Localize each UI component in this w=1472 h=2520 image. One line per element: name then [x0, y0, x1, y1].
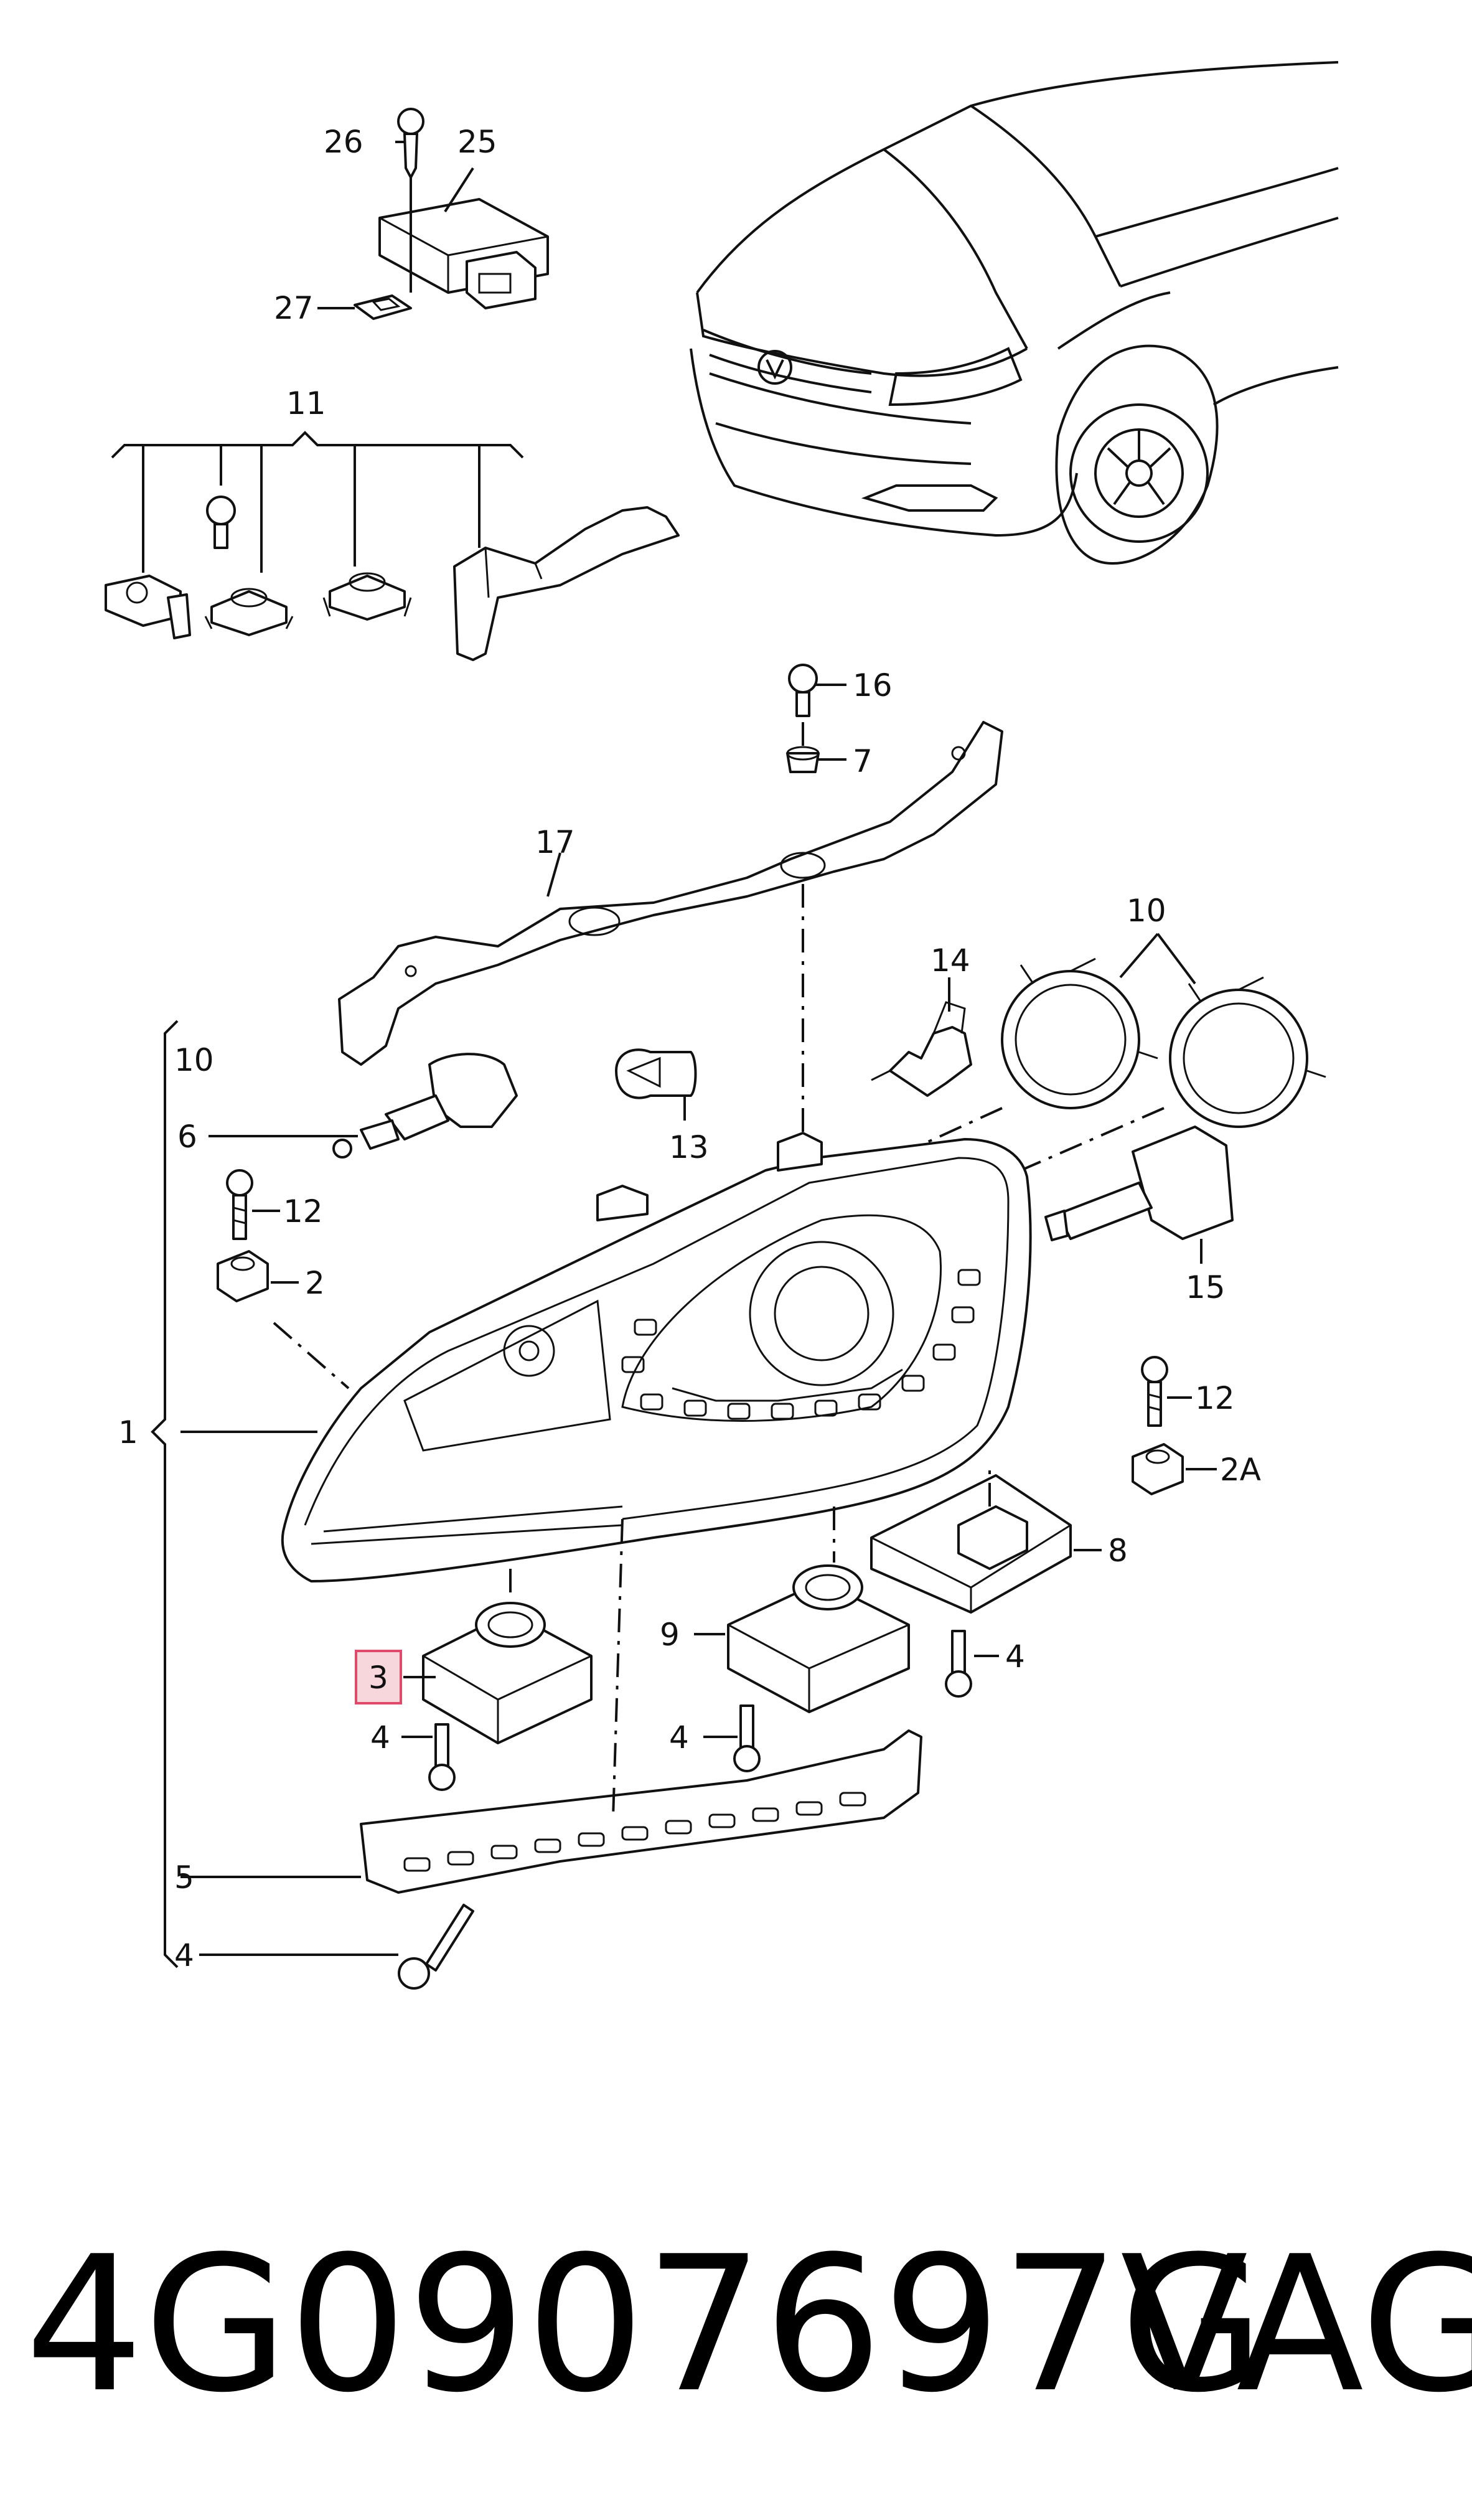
callout-16: 16	[853, 667, 893, 703]
ballast-9	[727, 1564, 910, 1713]
cap-10-a	[1001, 957, 1158, 1109]
callout-12-left: 12	[283, 1193, 323, 1229]
callout-13: 13	[669, 1129, 709, 1165]
control-unit-25	[378, 198, 549, 309]
screw-16	[788, 664, 818, 717]
callout-14: 14	[931, 943, 970, 979]
cap-10-b	[1169, 976, 1326, 1128]
screw-4-bottom	[398, 1904, 474, 1990]
callout-2: 2	[305, 1265, 325, 1301]
callout-6: 6	[177, 1119, 197, 1155]
screw-4-ballast-9	[733, 1704, 761, 1772]
callout-26: 26	[324, 124, 363, 160]
screw-12-right	[1141, 1356, 1168, 1427]
support-bracket-17	[338, 721, 1003, 1066]
callout-17: 17	[535, 824, 575, 860]
callout-3: 3	[368, 1660, 388, 1696]
callout-4-bottom: 4	[174, 1937, 194, 1973]
bulb-14	[871, 1001, 972, 1097]
mounting-bracket	[453, 506, 680, 661]
washer-7	[786, 746, 820, 773]
callout-7: 7	[853, 743, 873, 779]
adjuster-part-b	[204, 588, 294, 636]
callout-4-ballast-9: 4	[669, 1719, 689, 1756]
clip-2	[217, 1250, 269, 1302]
callout-5: 5	[174, 1859, 194, 1896]
callout-10-left: 10	[174, 1042, 214, 1078]
callout-12-right: 12	[1195, 1380, 1235, 1416]
callout-9: 9	[660, 1617, 680, 1653]
parts-diagram: 26 25 27 11	[105, 61, 1339, 1990]
screw-4-unit-8	[945, 1630, 972, 1698]
callout-4-ballast-3: 4	[370, 1719, 390, 1756]
part-number-caption: 4G0907697G	[25, 2216, 1265, 2433]
callout-4-unit-8: 4	[1005, 1638, 1025, 1675]
callout-1: 1	[118, 1414, 138, 1450]
vehicle-front-illustration	[690, 61, 1339, 565]
headlamp-housing	[281, 1132, 1032, 1582]
adjuster-part-c	[322, 572, 412, 621]
callout-10-caps: 10	[1127, 893, 1166, 929]
clip-27	[354, 294, 412, 320]
ballast-3	[422, 1602, 593, 1744]
highlight-box-3	[355, 1650, 402, 1704]
callout-27: 27	[274, 290, 314, 326]
clip-2a	[1132, 1443, 1184, 1495]
bracket-group-1	[151, 1020, 179, 1968]
screw-4-ballast-3	[428, 1723, 456, 1791]
callout-2a: 2A	[1220, 1452, 1261, 1488]
screw-bracket-11	[206, 496, 236, 549]
screw-12-left	[226, 1169, 253, 1240]
bulb-holder-6	[332, 1053, 518, 1159]
callout-11: 11	[286, 385, 326, 421]
callout-8: 8	[1108, 1533, 1128, 1569]
callout-25: 25	[457, 124, 497, 160]
bracket-group-11	[111, 431, 524, 459]
xenon-bulb-15	[1044, 1126, 1234, 1241]
trim-strip-5	[360, 1729, 922, 1894]
control-unit-8	[870, 1474, 1072, 1614]
callout-15: 15	[1186, 1269, 1226, 1305]
adjuster-part-a	[105, 575, 191, 639]
screw-26	[397, 108, 424, 293]
brand-caption: VAG	[1120, 2216, 1472, 2433]
bulb-13	[615, 1048, 697, 1099]
